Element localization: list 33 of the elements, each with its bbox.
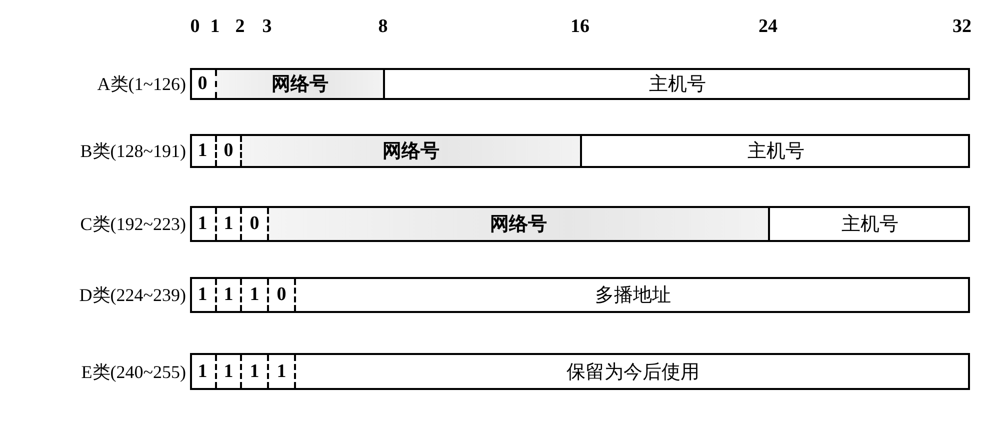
address-field: 保留为今后使用	[294, 355, 970, 388]
row-label: B类(128~191)	[80, 140, 186, 163]
bit-field: 0	[267, 279, 294, 311]
bit-field: 1	[190, 355, 215, 388]
bit-position-number: 0	[190, 16, 200, 38]
bit-position-number: 16	[570, 16, 590, 38]
bit-position-number: 3	[262, 16, 272, 38]
bit-position-number: 8	[378, 16, 388, 38]
bit-field: 1	[190, 208, 215, 240]
bit-position-number: 32	[952, 16, 972, 38]
bit-field: 1	[190, 279, 215, 311]
bit-field: 1	[215, 279, 240, 311]
bit-field: 1	[240, 355, 267, 388]
bit-field: 1	[215, 355, 240, 388]
bit-position-number: 2	[235, 16, 245, 38]
bit-field: 1	[215, 208, 240, 240]
network-field: 网络号	[215, 70, 383, 98]
bit-field: 0	[190, 70, 215, 98]
bit-position-number: 24	[758, 16, 778, 38]
bit-field: 1	[267, 355, 294, 388]
network-field: 网络号	[267, 208, 768, 240]
bit-field: 1	[240, 279, 267, 311]
host-field: 主机号	[768, 208, 970, 240]
row-label: A类(1~126)	[97, 73, 186, 96]
network-field: 网络号	[240, 136, 580, 166]
row-label: D类(224~239)	[79, 284, 186, 307]
bit-field: 1	[190, 136, 215, 166]
host-field: 主机号	[383, 70, 970, 98]
row-label: C类(192~223)	[80, 213, 186, 236]
address-field: 多播地址	[294, 279, 970, 311]
host-field: 主机号	[580, 136, 970, 166]
row-label: E类(240~255)	[81, 360, 186, 384]
bit-position-number: 1	[210, 16, 220, 38]
